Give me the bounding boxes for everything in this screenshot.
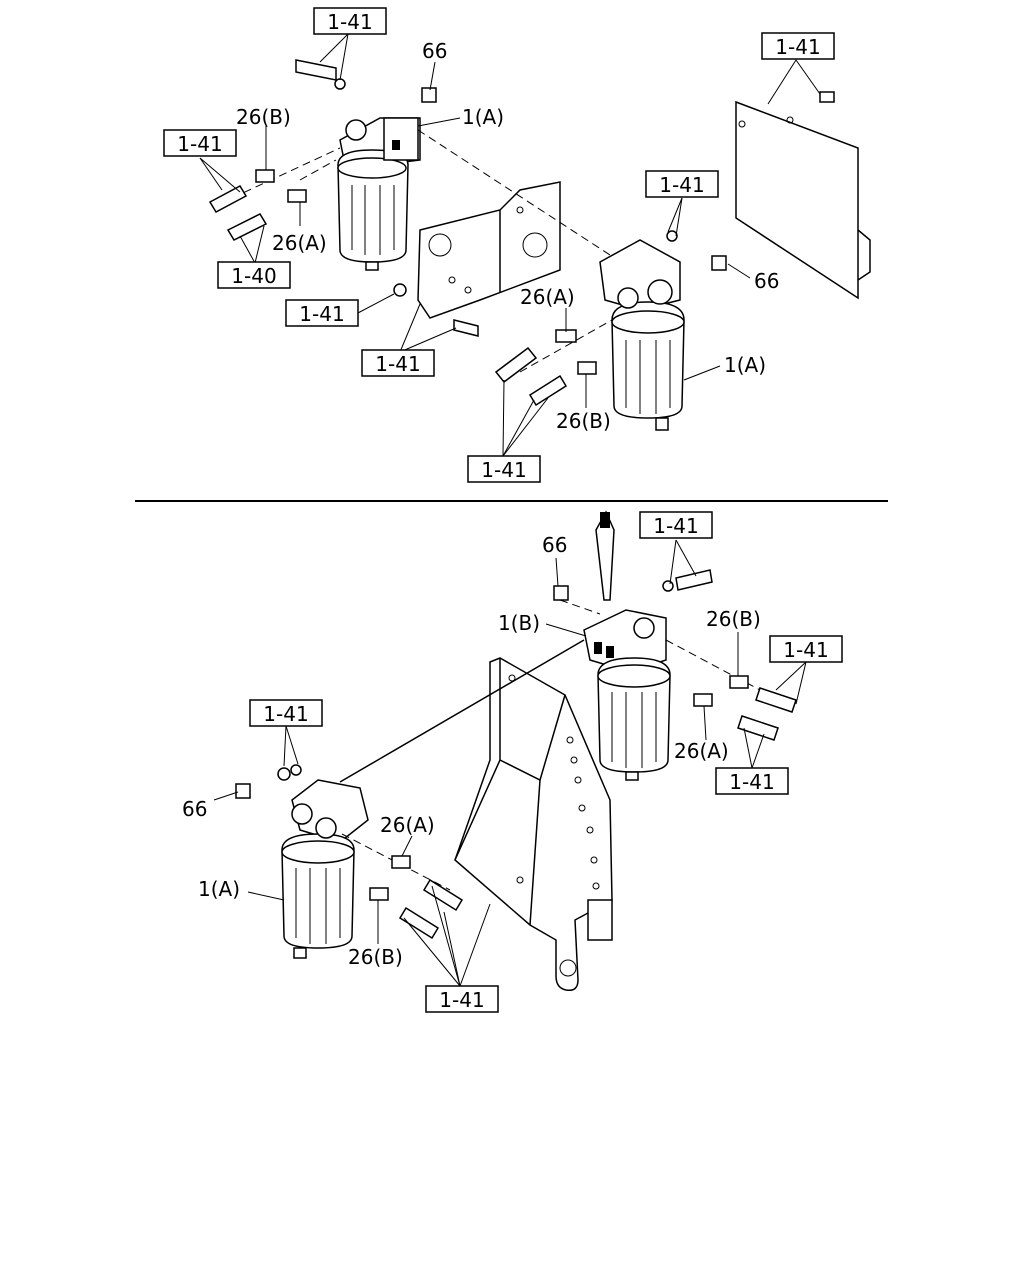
ref-box-top-7: 1-41 [361,349,435,377]
callout-top-26b-right: 26(B) [556,409,611,433]
ref-box-bottom-5: 1-41 [425,985,499,1013]
ref-box-top-8: 1-41 [467,455,541,483]
ref-box-label: 1-41 [729,770,774,794]
callout-top-1a: 1(A) [462,105,504,129]
ref-box-bottom-2: 1-41 [769,635,843,663]
ref-box-bottom-1: 1-41 [639,511,713,539]
ref-box-top-3: 1-41 [761,32,835,60]
callout-bottom-1b: 1(B) [498,611,540,635]
fittings-top [208,59,835,407]
callout-top-26a: 26(A) [272,231,327,255]
ref-box-label: 1-41 [481,458,526,482]
ref-box-bottom-3: 1-41 [715,767,789,795]
bracket-drawing-top [417,181,561,319]
ref-box-label: 1-41 [327,10,372,34]
ref-box-label: 1-41 [659,173,704,197]
callout-bottom-26b: 26(B) [706,607,761,631]
ref-box-top-4: 1-41 [645,170,719,198]
fuel-filter-drawing-lower-right [583,510,671,781]
ref-box-label: 1-41 [263,702,308,726]
bracket-drawing-bottom [454,657,613,992]
callout-bottom-26a: 26(A) [674,739,729,763]
ref-box-label: 1-41 [299,302,344,326]
ref-box-bottom-4: 1-41 [249,699,323,727]
callout-top-66-right: 66 [754,269,779,293]
fuel-filter-drawing-lower-left [281,779,369,959]
ref-box-label: 1-41 [177,132,222,156]
callout-top-66: 66 [422,39,447,63]
ref-box-top-6: 1-41 [285,299,359,327]
callout-top-26b: 26(B) [236,105,291,129]
callout-bottom-26a-left: 26(A) [380,813,435,837]
ref-box-label: 1-41 [439,988,484,1012]
ref-box-label: 1-41 [783,638,828,662]
callout-top-26a-right: 26(A) [520,285,575,309]
ref-box-label: 1-41 [375,352,420,376]
ref-box-top-1: 1-41 [313,7,387,35]
ref-box-top-2: 1-41 [163,129,237,157]
callout-bottom-26b-left: 26(B) [348,945,403,969]
ref-box-label: 1-40 [231,264,276,288]
callout-bottom-66-left: 66 [182,797,207,821]
leader-lines-top [199,33,821,457]
ref-box-label: 1-41 [775,35,820,59]
callout-top-1a-right: 1(A) [724,353,766,377]
ref-box-top-5: 1-40 [217,261,291,289]
callout-bottom-66: 66 [542,533,567,557]
fuel-filter-drawing-upper-right [599,239,685,431]
callout-bottom-1a-left: 1(A) [198,877,240,901]
fuel-filter-drawing-upper-left [337,117,421,271]
mounting-panel-drawing [735,100,871,300]
fittings-bottom [235,569,797,940]
ref-box-label: 1-41 [653,514,698,538]
leader-lines-bottom [213,539,807,987]
